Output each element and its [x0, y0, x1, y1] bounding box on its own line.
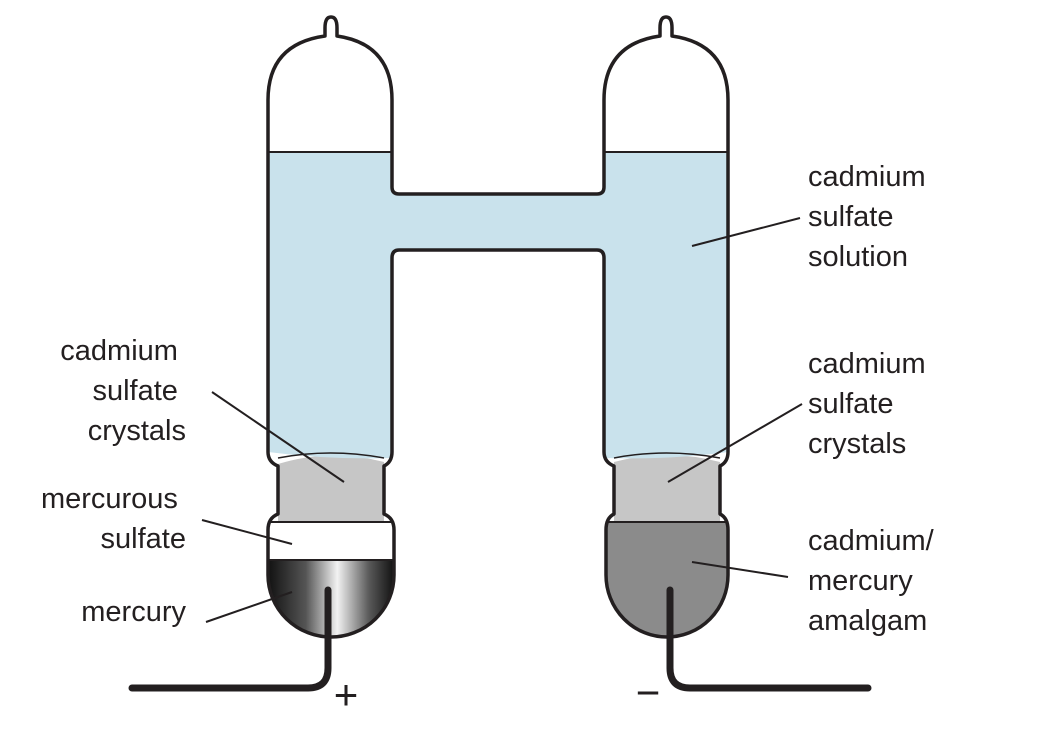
leader-amalgam	[691, 561, 789, 578]
right-limb	[606, 455, 728, 637]
negative-terminal-sign: −	[636, 669, 661, 716]
label-crystals-left: cadmium sulfate crystals	[60, 335, 186, 447]
leader-crystals-right	[667, 403, 803, 483]
cadmium-sulfate-crystals-left	[278, 455, 384, 522]
leader-mercury	[205, 591, 293, 623]
leader-solution	[691, 217, 801, 247]
positive-wire	[128, 586, 332, 692]
label-mercurous-sulfate: mercurous sulfate	[41, 483, 186, 555]
cadmium-sulfate-crystals-right	[614, 455, 720, 522]
cadmium-mercury-amalgam	[606, 522, 728, 637]
leader-crystals-left	[211, 391, 345, 483]
glass-vessel-outline	[266, 15, 730, 639]
label-mercury: mercury	[81, 596, 186, 628]
label-crystals-right: cadmium sulfate crystals	[808, 348, 934, 460]
label-solution: cadmium sulfate solution	[808, 161, 934, 273]
negative-wire	[666, 586, 872, 692]
cadmium-sulfate-solution	[268, 152, 728, 459]
leader-mercurous-sulfate	[201, 519, 293, 545]
mercurous-sulfate-layer	[268, 522, 394, 560]
positive-terminal-sign: +	[334, 671, 359, 718]
label-amalgam: cadmium/ mercury amalgam	[808, 525, 942, 637]
